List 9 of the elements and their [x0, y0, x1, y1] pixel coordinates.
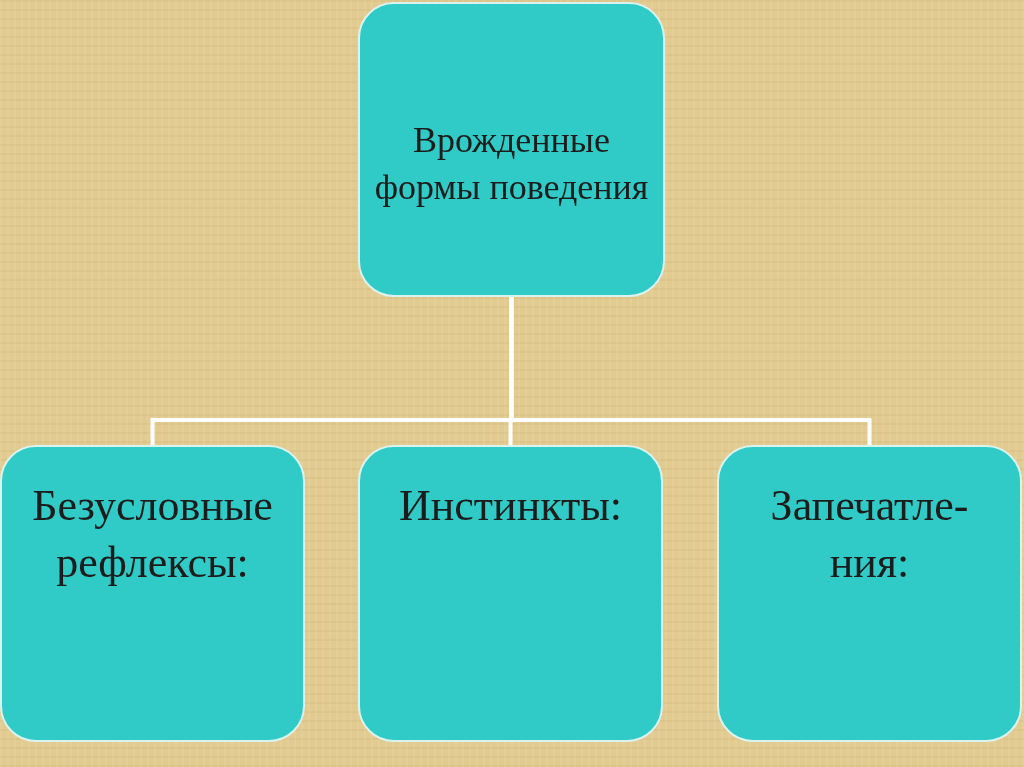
rounded-box [358, 445, 663, 742]
node-label: Врожденные формы поведения [373, 118, 650, 209]
connector-line [509, 297, 872, 445]
rounded-box [0, 445, 305, 742]
rounded-box [717, 445, 1022, 742]
rounded-box [358, 2, 665, 297]
node-label: Инстинкты: [399, 480, 622, 532]
node-label: Запечатле- ния: [769, 480, 970, 590]
node-label: Безусловные рефлексы: [31, 480, 274, 590]
